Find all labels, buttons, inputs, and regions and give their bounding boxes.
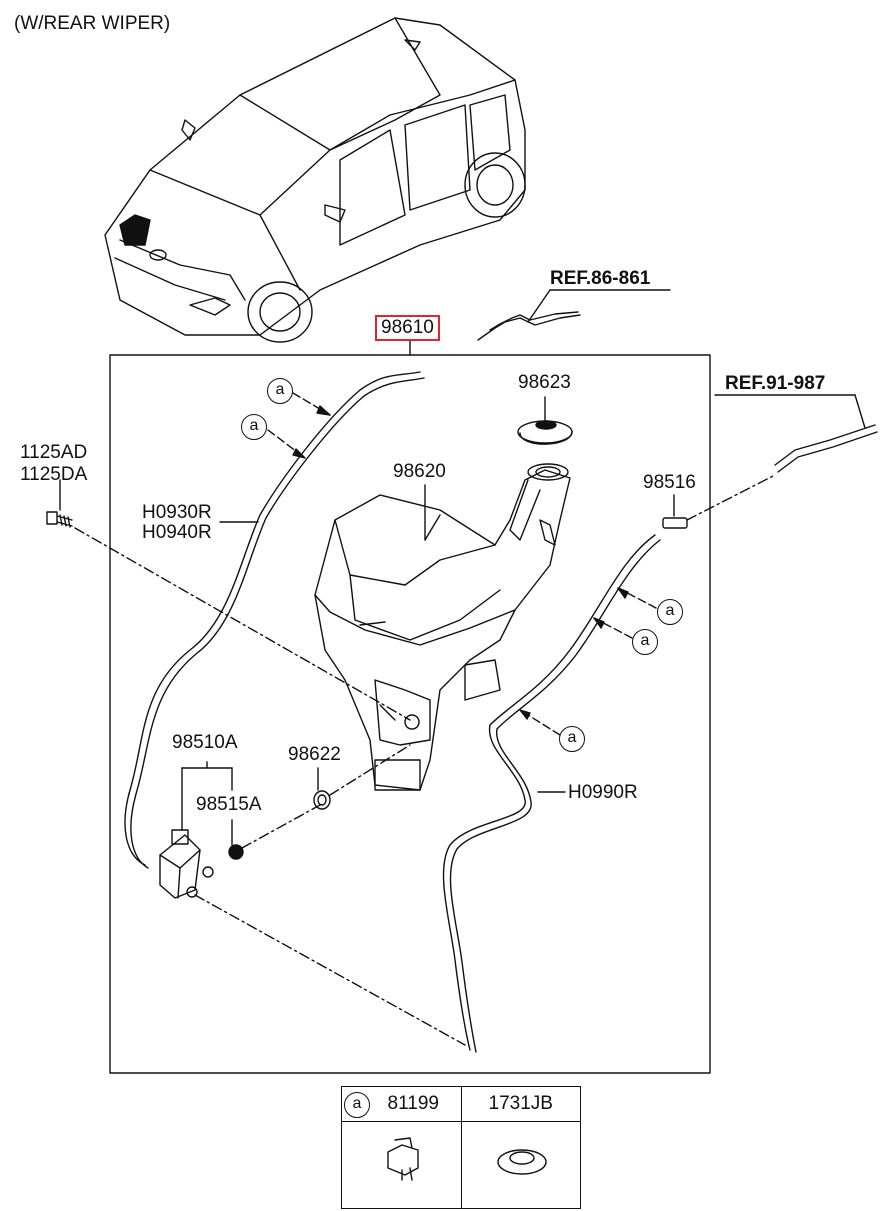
legend-picture-cell-2 xyxy=(460,1121,581,1209)
hose-part-number-2: H0940R xyxy=(142,522,212,543)
reservoir-part-number: 98620 xyxy=(393,461,446,482)
callout-a: a xyxy=(657,599,683,625)
page-title: (W/REAR WIPER) xyxy=(14,13,171,34)
reservoir-drawing xyxy=(314,463,571,791)
cap-part-number: 98623 xyxy=(518,372,571,393)
legend-header-1: a 81199 xyxy=(341,1086,462,1122)
callout-a: a xyxy=(241,414,267,440)
pump-drawing xyxy=(159,829,214,899)
hose-part-number-1: H0930R xyxy=(142,502,212,523)
legend-part-1731jb: 1731JB xyxy=(488,1093,553,1114)
bolt-part-number-1: 1125AD xyxy=(20,442,88,463)
car-illustration xyxy=(104,17,526,343)
reference-label-91: REF.91-987 xyxy=(725,373,826,394)
legend-header-2: 1731JB xyxy=(460,1086,581,1122)
legend-part-81199: 81199 xyxy=(387,1093,439,1114)
callout-a: a xyxy=(267,378,293,404)
bolt-drawing xyxy=(46,511,73,528)
rear-hose-part-number: H0990R xyxy=(568,782,638,803)
callout-a: a xyxy=(559,726,585,752)
connector-part-number: 98516 xyxy=(643,472,696,493)
filter-part-number: 98515A xyxy=(196,794,262,815)
legend-key-callout: a xyxy=(344,1092,370,1118)
assembly-part-number: 98610 xyxy=(375,315,440,341)
pump-part-number: 98510A xyxy=(172,732,238,753)
callout-a: a xyxy=(632,629,658,655)
legend-table: a 81199 1731JB xyxy=(341,1086,581,1209)
bolt-part-number-2: 1125DA xyxy=(20,464,88,485)
legend-picture-cell-1 xyxy=(341,1121,462,1209)
reference-label-86: REF.86-861 xyxy=(550,268,651,289)
grommet-part-number: 98622 xyxy=(288,744,341,765)
